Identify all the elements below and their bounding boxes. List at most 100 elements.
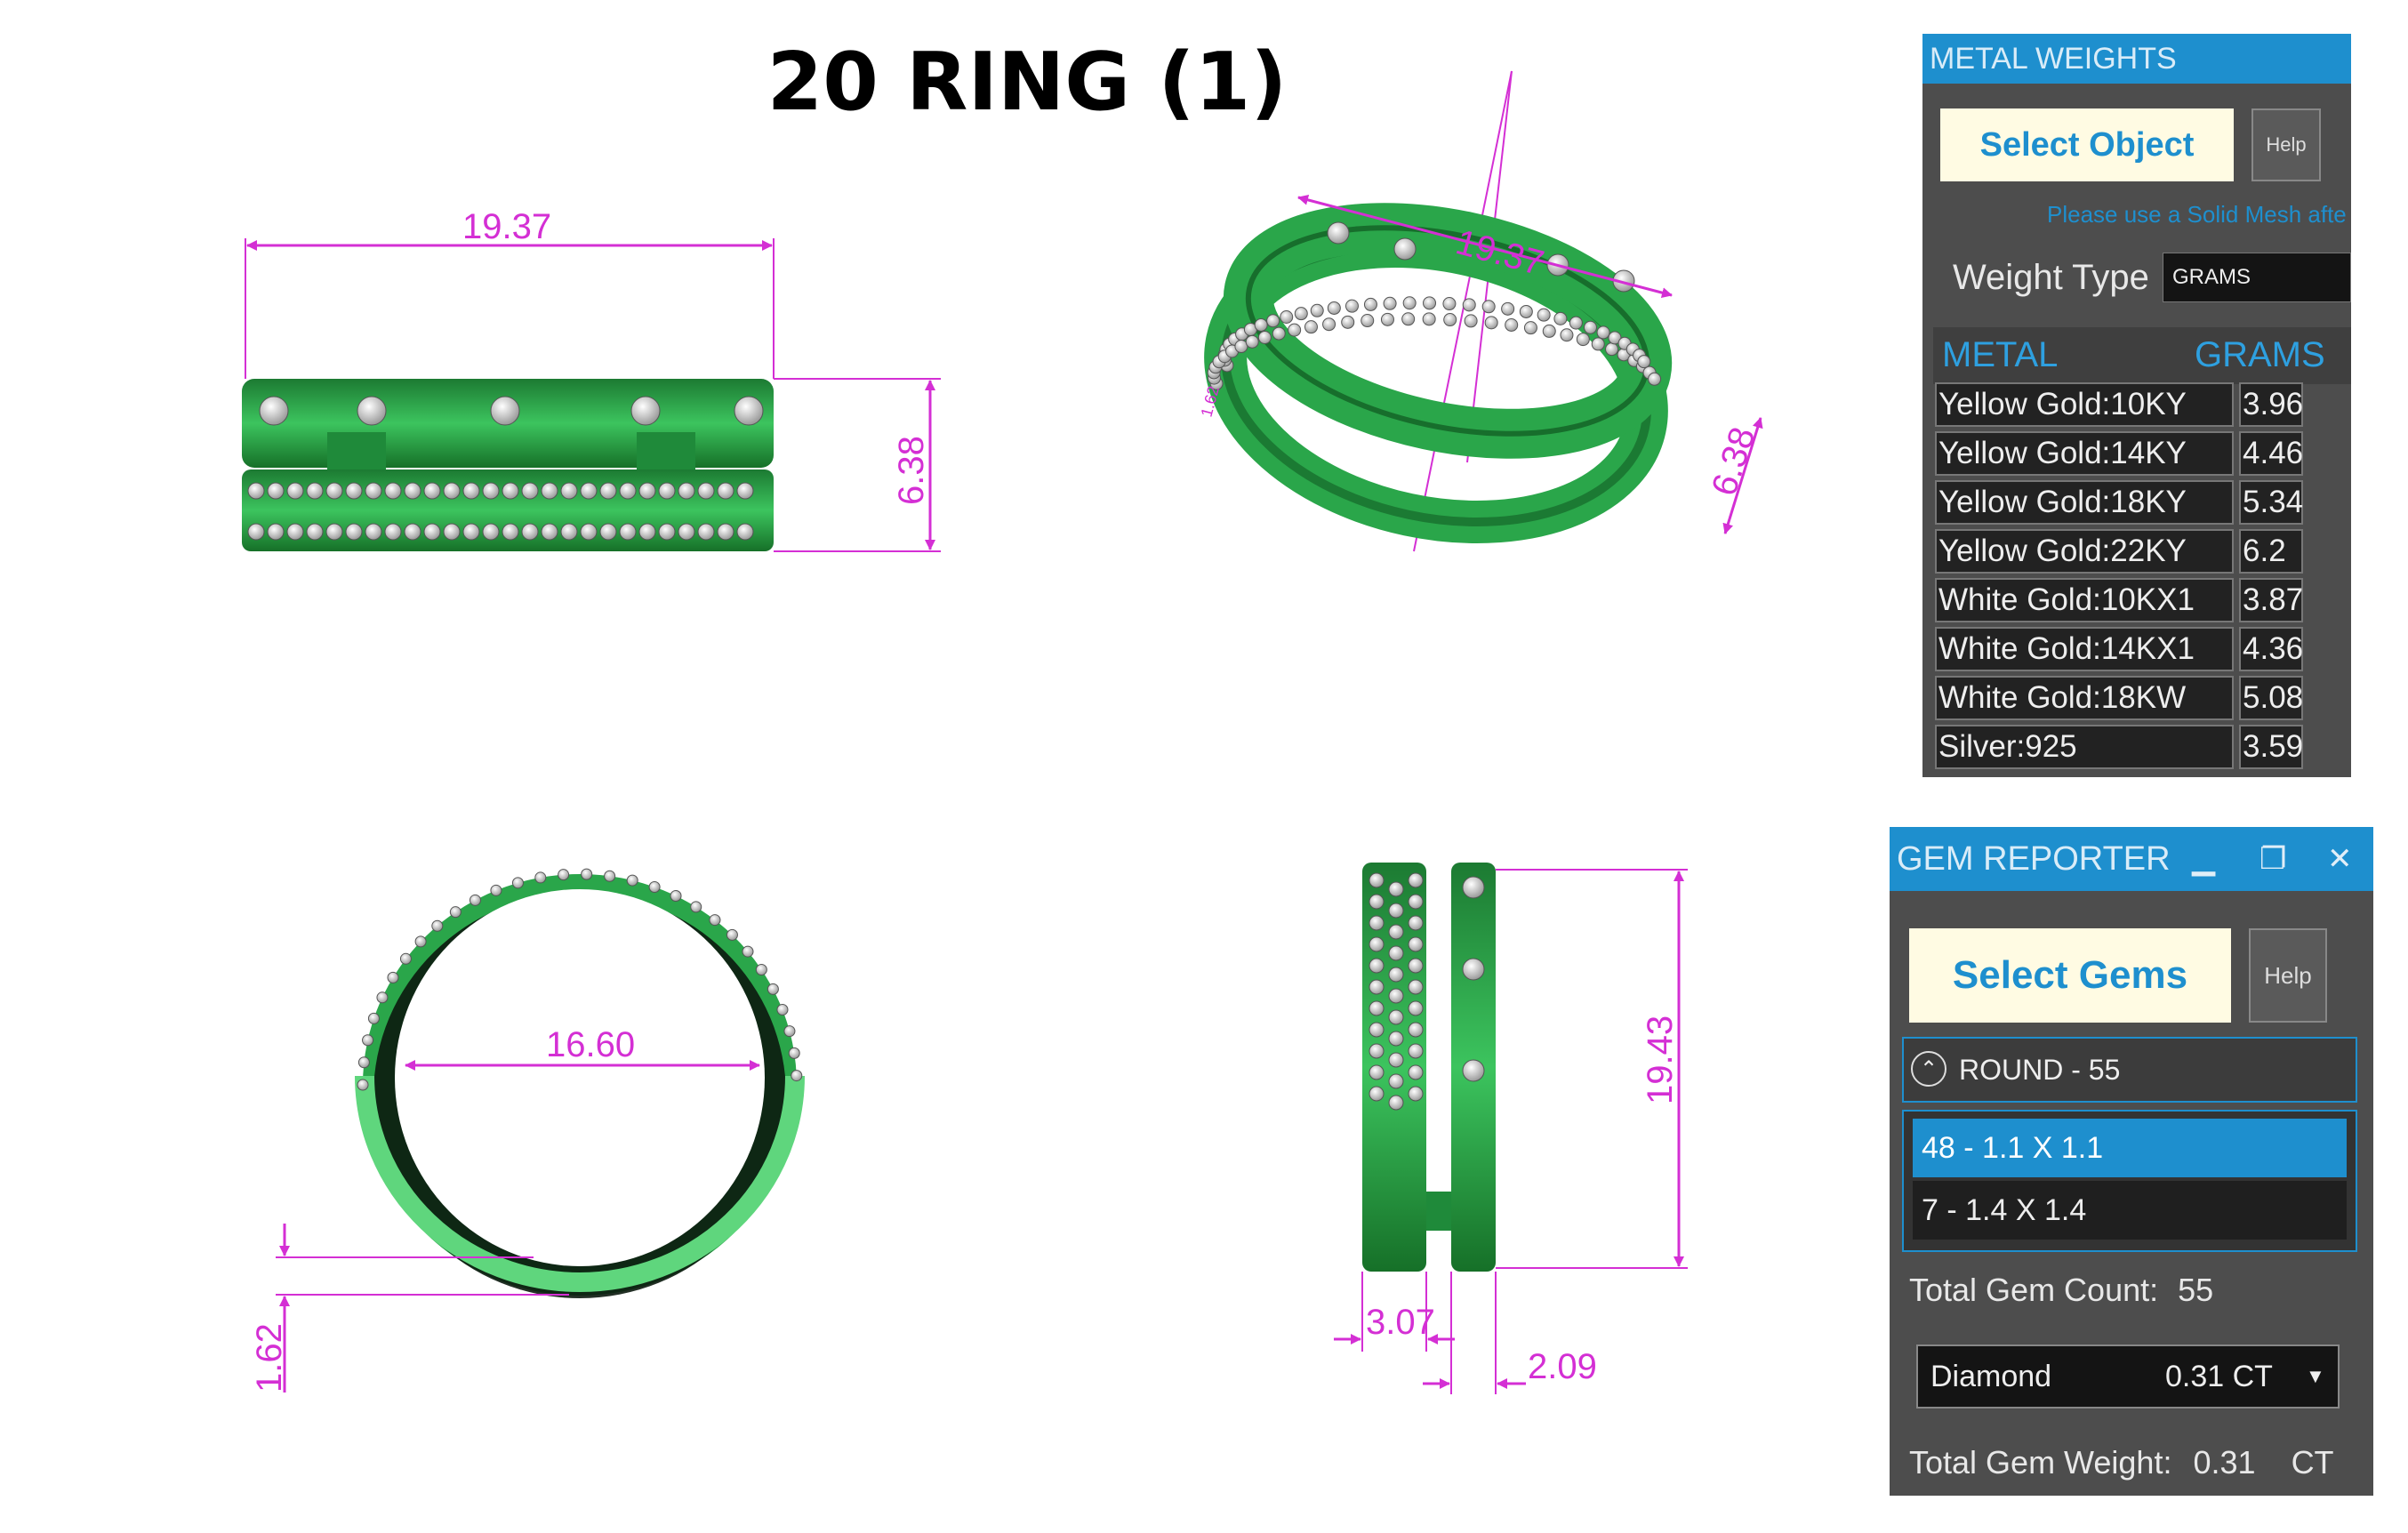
gem-stone xyxy=(709,914,721,927)
gem-stone xyxy=(1408,1043,1424,1059)
metal-grams: 3.87 xyxy=(2239,578,2303,622)
gem-stone xyxy=(1369,872,1385,888)
gem-stone xyxy=(697,482,715,500)
gem-stone xyxy=(1388,924,1404,940)
band-width-a-label: 3.07 xyxy=(1366,1303,1435,1342)
metal-name: Yellow Gold:14KY xyxy=(1935,431,2234,476)
gem-group-round[interactable]: ⌃ ROUND - 55 xyxy=(1902,1037,2357,1103)
gem-stone xyxy=(560,482,578,500)
metal-grams: 4.36 xyxy=(2239,627,2303,671)
gem-stone xyxy=(1408,872,1424,888)
gem-stone xyxy=(1369,979,1385,995)
gem-stone xyxy=(658,482,676,500)
gem-stone xyxy=(345,523,363,541)
shank-thickness-label: 1.62 xyxy=(250,1323,289,1393)
gem-stone xyxy=(357,1079,369,1091)
gem-stone xyxy=(365,482,382,500)
grams-column-header: GRAMS xyxy=(2195,335,2325,374)
gem-stone xyxy=(670,889,682,902)
stone-type-dropdown[interactable]: Diamond 0.31 CT ▼ xyxy=(1916,1344,2340,1409)
gem-stone xyxy=(1327,221,1350,245)
gem-stone xyxy=(734,396,764,426)
gem-stone xyxy=(306,523,324,541)
gem-stone xyxy=(638,482,656,500)
dropdown-arrow-icon: ▼ xyxy=(2306,1365,2325,1387)
gem-stone xyxy=(423,523,441,541)
gem-stone xyxy=(1369,1086,1385,1102)
gem-stone xyxy=(742,945,754,958)
gem-stone xyxy=(1288,323,1302,337)
gem-help-button[interactable]: Help xyxy=(2249,928,2327,1023)
gem-stone xyxy=(306,482,324,500)
gem-stone xyxy=(1569,316,1583,330)
gem-stone xyxy=(678,523,695,541)
perspective-view: 19.37 6.38 1.62 xyxy=(1198,70,1763,552)
gem-stone xyxy=(384,523,402,541)
gem-stone xyxy=(1280,310,1294,325)
gem-stone xyxy=(776,1004,789,1016)
gem-stone xyxy=(534,871,547,884)
gem-stone xyxy=(1388,967,1404,983)
gem-stone xyxy=(443,523,461,541)
metal-grams: 3.96 xyxy=(2239,382,2303,427)
total-gem-weight-unit: CT xyxy=(2291,1444,2334,1481)
metal-name: Silver:925 xyxy=(1935,725,2234,769)
gem-stone xyxy=(1266,314,1280,328)
gem-stone xyxy=(658,523,676,541)
gem-stone xyxy=(1591,337,1605,351)
metal-grams: 4.46 xyxy=(2239,431,2303,476)
gem-stone xyxy=(1553,311,1568,325)
weight-type-select[interactable]: GRAMS xyxy=(2163,253,2351,302)
gem-stone xyxy=(1388,1095,1404,1111)
gem-stone xyxy=(580,523,598,541)
front-view: 19.37 6.38 xyxy=(242,207,941,552)
gem-stone xyxy=(580,482,598,500)
select-gems-button[interactable]: Select Gems xyxy=(1909,928,2231,1023)
gem-stone xyxy=(357,1056,370,1069)
gem-stone xyxy=(581,868,593,880)
gem-stone xyxy=(791,1070,803,1082)
side-view: 19.43 3.07 2.09 xyxy=(1334,863,1688,1394)
total-gem-count-label: Total Gem Count: xyxy=(1909,1272,2159,1308)
gem-stone xyxy=(1388,945,1404,961)
gem-stone xyxy=(1484,316,1498,330)
gem-stone xyxy=(1254,317,1268,332)
gem-size-item-selected[interactable]: 48 - 1.1 X 1.1 xyxy=(1913,1119,2347,1177)
gem-stone xyxy=(767,983,779,995)
gem-stone xyxy=(1272,326,1286,341)
gem-size-item[interactable]: 7 - 1.4 X 1.4 xyxy=(1913,1181,2347,1240)
gem-reporter-title: GEM REPORTER xyxy=(1890,827,2373,891)
gem-stone xyxy=(365,523,382,541)
gem-stone xyxy=(1576,333,1590,347)
solid-mesh-note: Please use a Solid Mesh afte xyxy=(2047,201,2347,228)
gem-stone xyxy=(1388,1031,1404,1047)
gem-stone xyxy=(1393,237,1417,261)
metal-help-button[interactable]: Help xyxy=(2251,108,2321,181)
minimize-icon[interactable]: ▁ xyxy=(2192,842,2216,876)
gem-stone xyxy=(558,869,570,881)
maximize-icon[interactable]: ❐ xyxy=(2260,842,2287,876)
gem-stone xyxy=(1402,296,1417,310)
metal-weights-title: METAL WEIGHTS xyxy=(1922,34,2351,84)
chevron-up-icon[interactable]: ⌃ xyxy=(1911,1051,1946,1087)
page-title: 20 RING (1) xyxy=(767,36,1288,129)
close-icon[interactable]: ✕ xyxy=(2327,842,2353,876)
gem-stone xyxy=(1401,312,1416,326)
gem-stone xyxy=(1408,1022,1424,1038)
gem-stone xyxy=(1310,303,1324,317)
gem-stone xyxy=(1294,307,1308,321)
metal-column-header: METAL xyxy=(1942,335,2059,374)
select-object-button[interactable]: Select Object xyxy=(1940,108,2234,181)
gem-stone xyxy=(1408,936,1424,952)
gem-stone xyxy=(1637,355,1651,369)
gem-stone xyxy=(726,928,738,941)
gem-stone xyxy=(1322,317,1336,332)
gem-stone xyxy=(399,952,412,965)
gem-stone xyxy=(697,523,715,541)
gem-group-label: ROUND - 55 xyxy=(1959,1054,2121,1086)
gem-stone xyxy=(1369,894,1385,910)
gem-stone xyxy=(1408,979,1424,995)
stone-type-value: Diamond xyxy=(1930,1360,2052,1393)
gem-stone xyxy=(521,482,539,500)
gem-stone xyxy=(1388,988,1404,1004)
